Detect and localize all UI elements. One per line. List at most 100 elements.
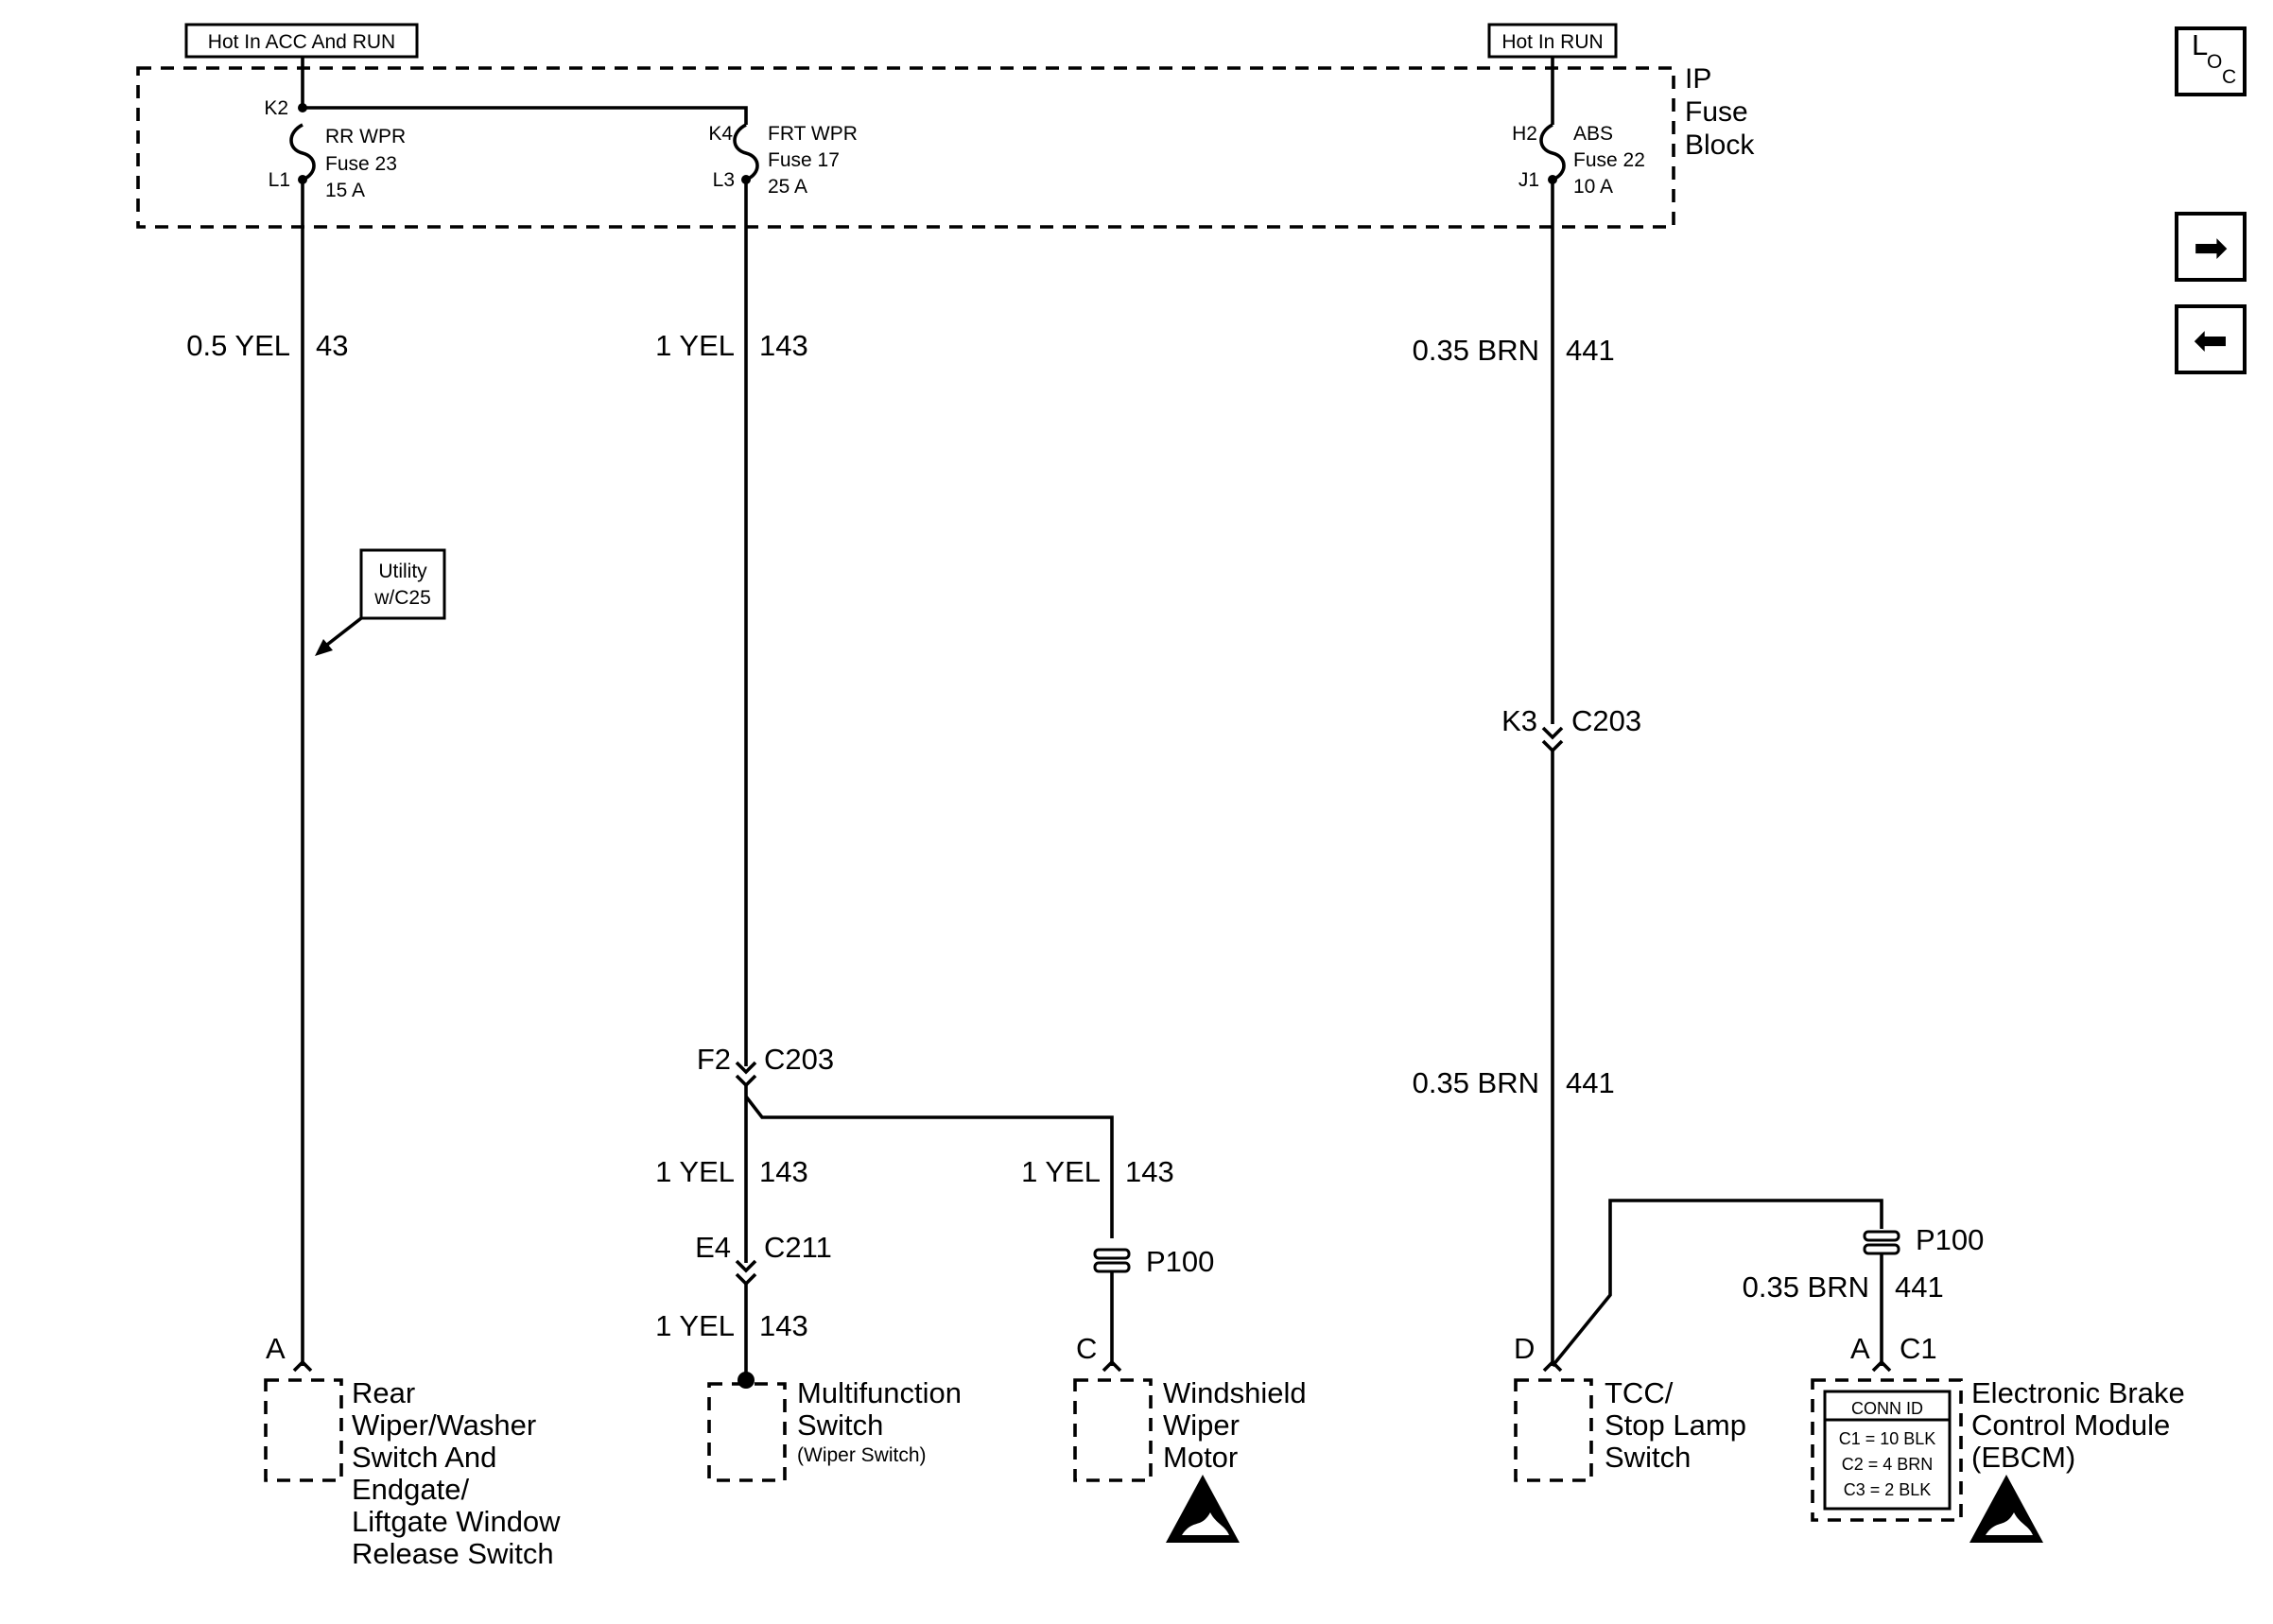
svg-text:C: C	[1076, 1332, 1097, 1365]
svg-text:w/C25: w/C25	[373, 587, 431, 609]
svg-text:10 A: 10 A	[1573, 176, 1613, 198]
svg-text:Motor: Motor	[1163, 1441, 1238, 1474]
svg-text:A: A	[1850, 1332, 1870, 1365]
option-arrow	[325, 616, 363, 647]
svg-text:Multifunction: Multifunction	[797, 1376, 962, 1409]
svg-text:L1: L1	[269, 169, 290, 191]
svg-text:C1: C1	[1900, 1332, 1937, 1365]
hot-in-run-label: Hot In RUN	[1487, 23, 1618, 59]
wire-143-split	[744, 1085, 1114, 1263]
svg-text:L: L	[2192, 28, 2208, 61]
acc-run-bus	[301, 57, 748, 125]
wire-143-motor-circuit: 143	[1125, 1155, 1174, 1188]
fuse-17: K4 L3 FRT WPR Fuse 17 25 A	[708, 123, 858, 198]
conn-id-table: CONN ID C1 = 10 BLK C2 = 4 BRN C3 = 2 BL…	[1823, 1390, 1952, 1511]
svg-text:C: C	[2222, 66, 2236, 88]
svg-text:C211: C211	[764, 1231, 832, 1264]
svg-text:15 A: 15 A	[325, 180, 365, 201]
svg-text:Hot In ACC And RUN: Hot In ACC And RUN	[208, 31, 395, 53]
fuse-block-label-1: IP	[1685, 63, 1711, 95]
svg-text:Release Switch: Release Switch	[352, 1537, 554, 1570]
svg-text:J1: J1	[1518, 169, 1539, 191]
svg-text:K3: K3	[1501, 704, 1537, 737]
ip-fuse-block-outline	[136, 66, 1675, 229]
svg-text:CONN ID: CONN ID	[1851, 1399, 1923, 1418]
svg-text:Wiper/Washer: Wiper/Washer	[352, 1408, 536, 1442]
connector-ebcm-c1: A C1	[1850, 1332, 1937, 1373]
svg-text:P100: P100	[1916, 1223, 1984, 1256]
svg-text:(Wiper Switch): (Wiper Switch)	[797, 1444, 927, 1466]
svg-text:F2: F2	[697, 1043, 731, 1076]
svg-text:K4: K4	[708, 123, 733, 145]
svg-text:RR WPR: RR WPR	[325, 126, 406, 147]
wiper-motor-label: Windshield Wiper Motor	[1163, 1376, 1307, 1474]
connector-tcc-switch: D	[1514, 1332, 1563, 1373]
svg-text:O: O	[2207, 51, 2222, 73]
svg-text:Switch: Switch	[1605, 1441, 1691, 1474]
svg-text:E4: E4	[695, 1231, 731, 1264]
hot-in-acc-run-label: Hot In ACC And RUN	[184, 23, 419, 59]
tcc-switch-label: TCC/ Stop Lamp Switch	[1605, 1376, 1746, 1474]
wire-441-mid-size: 0.35 BRN	[1413, 1066, 1539, 1099]
svg-text:Switch And: Switch And	[352, 1441, 496, 1474]
svg-text:Utility: Utility	[378, 561, 427, 582]
connector-c203-f2: F2 C203	[697, 1043, 834, 1088]
wire-143-mid-size: 1 YEL	[655, 1155, 735, 1188]
wire-43-size: 0.5 YEL	[186, 329, 290, 362]
next-page-button[interactable]: ➡	[2175, 212, 2247, 282]
multifunction-splice-dot	[737, 1372, 755, 1389]
connector-rear-wiper: A	[266, 1332, 313, 1373]
wire-441-mid-circuit: 441	[1566, 1066, 1615, 1099]
svg-text:Fuse 17: Fuse 17	[768, 149, 840, 171]
wire-441-ebcm-size: 0.35 BRN	[1743, 1270, 1869, 1304]
wire-143-top-size: 1 YEL	[655, 329, 735, 362]
esd-sensitive-icon	[1969, 1475, 2043, 1543]
svg-text:C203: C203	[1571, 704, 1641, 737]
svg-text:Control Module: Control Module	[1971, 1408, 2170, 1442]
svg-text:Stop Lamp: Stop Lamp	[1605, 1408, 1746, 1442]
svg-text:Electronic Brake: Electronic Brake	[1971, 1376, 2185, 1409]
svg-text:Rear: Rear	[352, 1376, 415, 1409]
ebcm-box	[1811, 1378, 1963, 1522]
utility-option-label: Utility w/C25	[359, 548, 446, 620]
rear-wiper-switch-label: Rear Wiper/Washer Switch And Endgate/ Li…	[352, 1376, 561, 1570]
arrow-left-icon: ⬅	[2194, 318, 2229, 364]
svg-text:25 A: 25 A	[768, 176, 807, 198]
svg-text:Wiper: Wiper	[1163, 1408, 1240, 1442]
pass-through-p100-motor: P100	[1093, 1245, 1214, 1278]
esd-sensitive-icon	[1166, 1475, 1240, 1543]
connector-c203-k3: K3 C203	[1501, 704, 1641, 753]
multifunction-switch-label: Multifunction Switch (Wiper Switch)	[797, 1376, 962, 1466]
wire-143-bot-size: 1 YEL	[655, 1309, 735, 1342]
wire-441-ebcm-circuit: 441	[1895, 1270, 1944, 1304]
connector-c211-e4: E4 C211	[695, 1231, 832, 1287]
fuse-block-label-3: Block	[1685, 130, 1755, 161]
arrow-right-icon: ➡	[2194, 225, 2229, 271]
rear-wiper-switch-box	[264, 1378, 343, 1482]
svg-text:Fuse 22: Fuse 22	[1573, 149, 1645, 171]
wire-143-bot-circuit: 143	[759, 1309, 808, 1342]
tcc-switch-contact	[1551, 1199, 1883, 1368]
previous-page-button[interactable]: ⬅	[2175, 304, 2247, 374]
svg-text:A: A	[266, 1332, 286, 1365]
wiper-motor-box	[1073, 1378, 1153, 1482]
svg-text:(EBCM): (EBCM)	[1971, 1441, 2075, 1474]
wire-143-top-circuit: 143	[759, 329, 808, 362]
svg-text:L3: L3	[713, 169, 735, 191]
svg-text:Endgate/: Endgate/	[352, 1473, 469, 1506]
svg-text:C3 = 2 BLK: C3 = 2 BLK	[1844, 1480, 1932, 1499]
ebcm-label: Electronic Brake Control Module (EBCM)	[1971, 1376, 2185, 1474]
svg-text:Fuse 23: Fuse 23	[325, 153, 397, 175]
component-locator-button[interactable]: L O C	[2175, 26, 2247, 96]
wire-143-mid-circuit: 143	[759, 1155, 808, 1188]
svg-text:Windshield: Windshield	[1163, 1376, 1307, 1409]
wire-441-top-circuit: 441	[1566, 334, 1615, 367]
svg-text:C2 = 4 BRN: C2 = 4 BRN	[1842, 1455, 1934, 1474]
wire-441-top-size: 0.35 BRN	[1413, 334, 1539, 367]
fuse-block-label-2: Fuse	[1685, 96, 1748, 128]
svg-text:Hot In RUN: Hot In RUN	[1501, 31, 1603, 53]
svg-text:P100: P100	[1146, 1245, 1214, 1278]
svg-text:H2: H2	[1512, 123, 1537, 145]
svg-text:C203: C203	[764, 1043, 834, 1076]
